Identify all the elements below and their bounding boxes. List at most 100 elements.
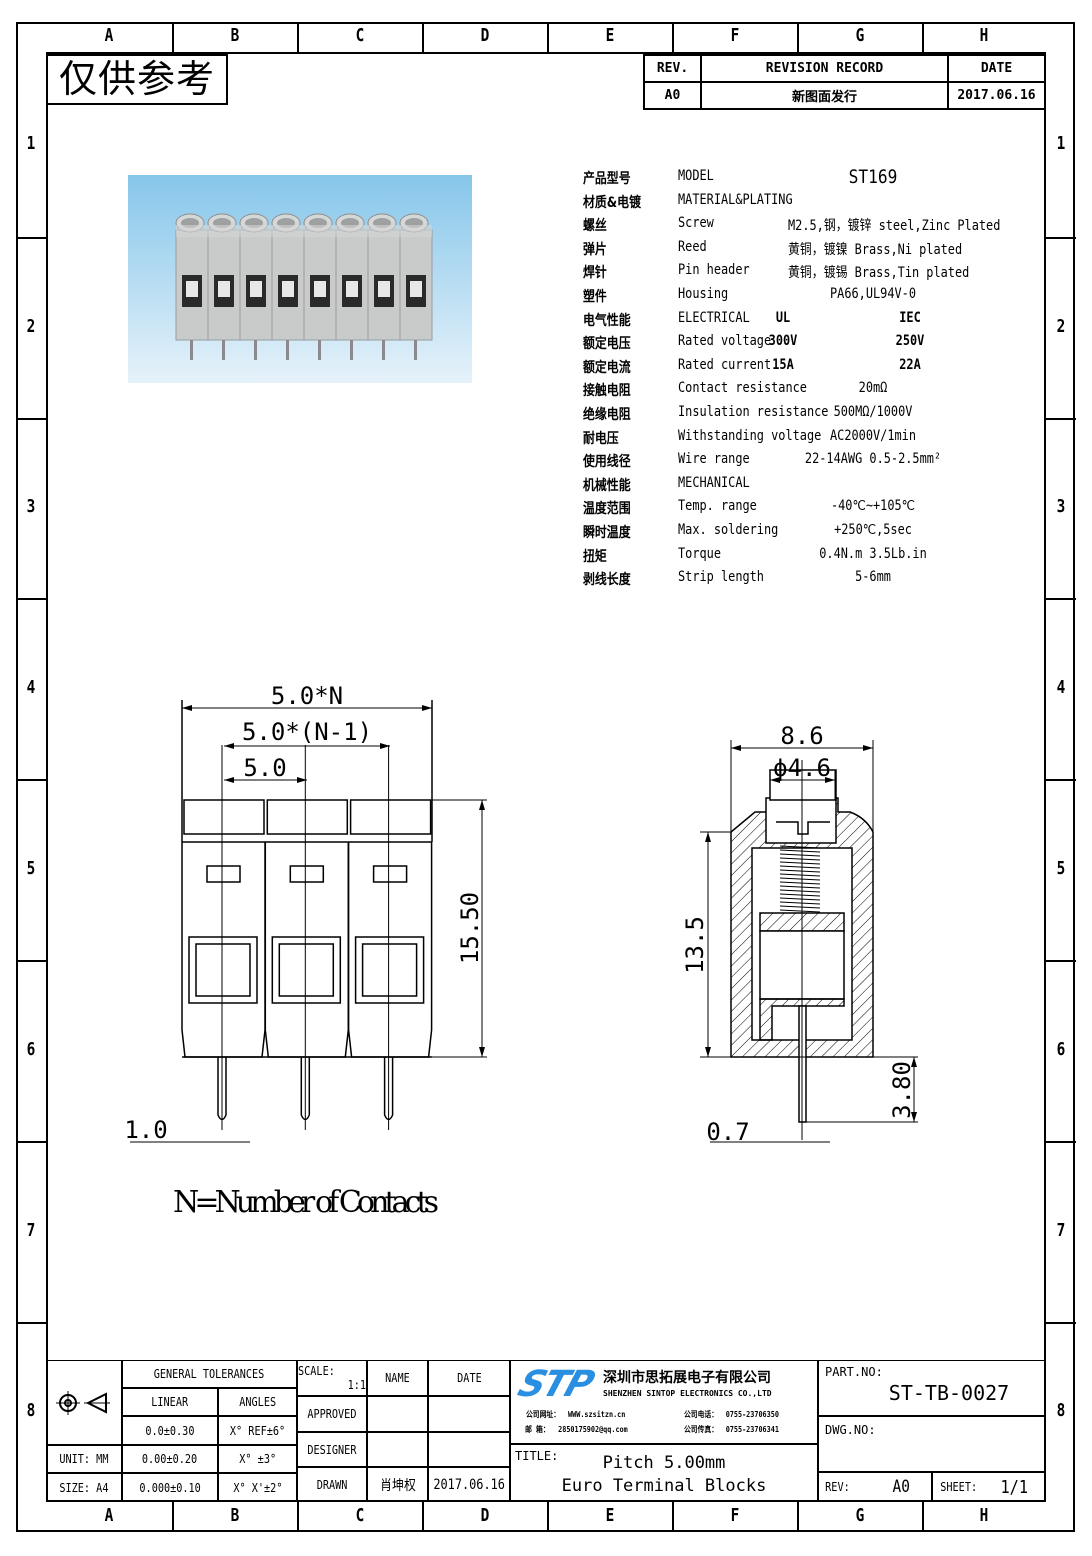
dim-span: 5.0*(N-1) xyxy=(242,718,372,746)
wire-entry xyxy=(271,936,342,1004)
zone-divider xyxy=(1046,1322,1076,1324)
column-marker: F xyxy=(730,25,739,46)
spec-label-cn: 弹片 xyxy=(583,241,607,258)
revision-description: 新图面发行 xyxy=(700,81,949,110)
row-marker: 6 xyxy=(1056,1038,1066,1060)
column-marker: D xyxy=(480,25,489,46)
housing-module xyxy=(347,842,433,1058)
email-label: 邮 箱： xyxy=(525,1425,550,1434)
side-view-dimensions: 8.6 ϕ4.6 13.5 3.80 0.7 xyxy=(681,722,916,1146)
spec-value: PA66,UL94V-0 xyxy=(830,286,916,302)
zone-divider xyxy=(922,1502,924,1532)
general-tolerances-label: GENERAL TOLERANCES xyxy=(154,1367,265,1381)
zone-divider xyxy=(797,1502,799,1532)
phone-label: 公司电话： xyxy=(684,1410,718,1419)
spec-label-cn: 剥线长度 xyxy=(583,572,631,589)
column-marker: G xyxy=(855,25,864,46)
first-angle-projection-icon xyxy=(56,1390,110,1415)
title-line-1: Pitch 5.00mm xyxy=(602,1453,726,1473)
dim-side-width: 8.6 xyxy=(780,722,823,750)
spec-label-en: Temp. range xyxy=(678,498,757,515)
scale-label: SCALE: xyxy=(298,1364,335,1378)
zone-divider xyxy=(922,22,924,52)
company-name-cn: 深圳市思拓展电子有限公司 xyxy=(603,1370,771,1386)
spec-label-en: Pin header xyxy=(678,262,750,279)
row-marker: 8 xyxy=(1056,1400,1066,1421)
spec-value: 黄铜，镀镍 Brass,Ni plated xyxy=(788,241,963,258)
spec-label-cn: 机械性能 xyxy=(583,477,631,494)
spec-label-cn: 电气性能 xyxy=(583,312,631,329)
scale-value: 1:1 xyxy=(347,1378,366,1392)
revision-date: 2017.06.16 xyxy=(947,81,1046,110)
screw-thread xyxy=(779,889,821,893)
sheet-label: SHEET: xyxy=(940,1480,978,1494)
spec-value-ul: 15A xyxy=(772,356,794,373)
drawn-name: 肖坤权 xyxy=(379,1477,416,1494)
zone-divider xyxy=(547,22,549,52)
spec-value-iec: IEC xyxy=(899,309,921,326)
housing-module xyxy=(264,842,350,1058)
column-marker: B xyxy=(230,1505,239,1526)
spec-label-en: MECHANICAL xyxy=(678,474,750,491)
screw-thread xyxy=(779,881,821,885)
tolerance-linear-2: 0.00±0.20 xyxy=(142,1452,198,1466)
spec-label-cn: 耐电压 xyxy=(583,430,619,447)
spec-value-iec: 22A xyxy=(899,356,921,373)
company-info: STP 深圳市思拓展电子有限公司 SHENZHEN SINTOP ELECTRO… xyxy=(510,1360,818,1444)
housing-module xyxy=(181,842,266,1058)
zone-divider xyxy=(16,960,46,962)
zone-divider xyxy=(1046,779,1076,781)
spec-label-en: MODEL xyxy=(678,168,714,184)
spec-label-cn: 绝缘电阻 xyxy=(583,407,631,423)
dim-pitch: 5.0 xyxy=(243,754,286,782)
row-marker: 1 xyxy=(26,132,36,154)
drawn-date: 2017.06.16 xyxy=(433,1476,505,1493)
screw-thread xyxy=(779,877,821,881)
row-marker: 4 xyxy=(26,676,36,698)
spec-value: +250℃,5sec xyxy=(834,522,912,538)
dim-pin-length: 3.80 xyxy=(888,1061,916,1119)
spec-label-en: Contact resistance xyxy=(678,380,807,397)
zone-divider xyxy=(297,22,299,52)
zone-divider xyxy=(297,1502,299,1532)
spec-label-cn: 螺丝 xyxy=(583,218,607,235)
screw-thread xyxy=(779,885,821,889)
spec-label-en: MATERIAL&PLATING xyxy=(678,191,793,208)
zone-divider xyxy=(16,237,46,239)
spec-label-en: Rated voltage xyxy=(678,333,772,350)
release-window xyxy=(372,865,408,883)
size-label: SIZE: A4 xyxy=(59,1480,109,1495)
spec-value: AC2000V/1min xyxy=(830,427,916,444)
approved-date xyxy=(428,1396,510,1432)
angles-label: ANGLES xyxy=(239,1395,276,1409)
screw-thread xyxy=(779,857,821,861)
website: WWW.szsitzn.cn xyxy=(568,1410,626,1419)
dim-side-height: 13.5 xyxy=(681,916,709,974)
screw-thread xyxy=(779,861,821,865)
dim-screw-diameter: ϕ4.6 xyxy=(773,754,831,782)
screw-thread xyxy=(779,865,821,869)
tolerance-angle-2: X° ±3° xyxy=(239,1452,276,1466)
column-marker: A xyxy=(104,1505,114,1526)
zone-divider xyxy=(16,1141,46,1143)
row-marker: 5 xyxy=(26,857,36,879)
spec-label-cn: 额定电压 xyxy=(583,336,631,353)
revision-table: REV. REVISION RECORD DATE A0 新图面发行 2017.… xyxy=(643,54,1046,110)
sheet-value: 1/1 xyxy=(1000,1476,1029,1498)
zone-divider xyxy=(672,1502,674,1532)
wire-entry xyxy=(188,936,258,1004)
name-header: NAME xyxy=(385,1371,410,1385)
zone-divider xyxy=(1046,237,1076,239)
column-marker: C xyxy=(355,1505,364,1526)
spec-value: 0.4N.m 3.5Lb.in xyxy=(819,545,927,562)
screw-head xyxy=(765,797,837,844)
spec-value-ul: UL xyxy=(775,309,791,326)
spec-label-en: Strip length xyxy=(678,569,764,586)
spec-value-ul: 300V xyxy=(768,333,798,350)
zone-divider xyxy=(16,779,46,781)
screw-thread xyxy=(779,849,821,853)
dim-total-width: 5.0*N xyxy=(271,682,343,710)
rev-label: REV: xyxy=(825,1480,850,1494)
column-marker: F xyxy=(730,1505,739,1526)
